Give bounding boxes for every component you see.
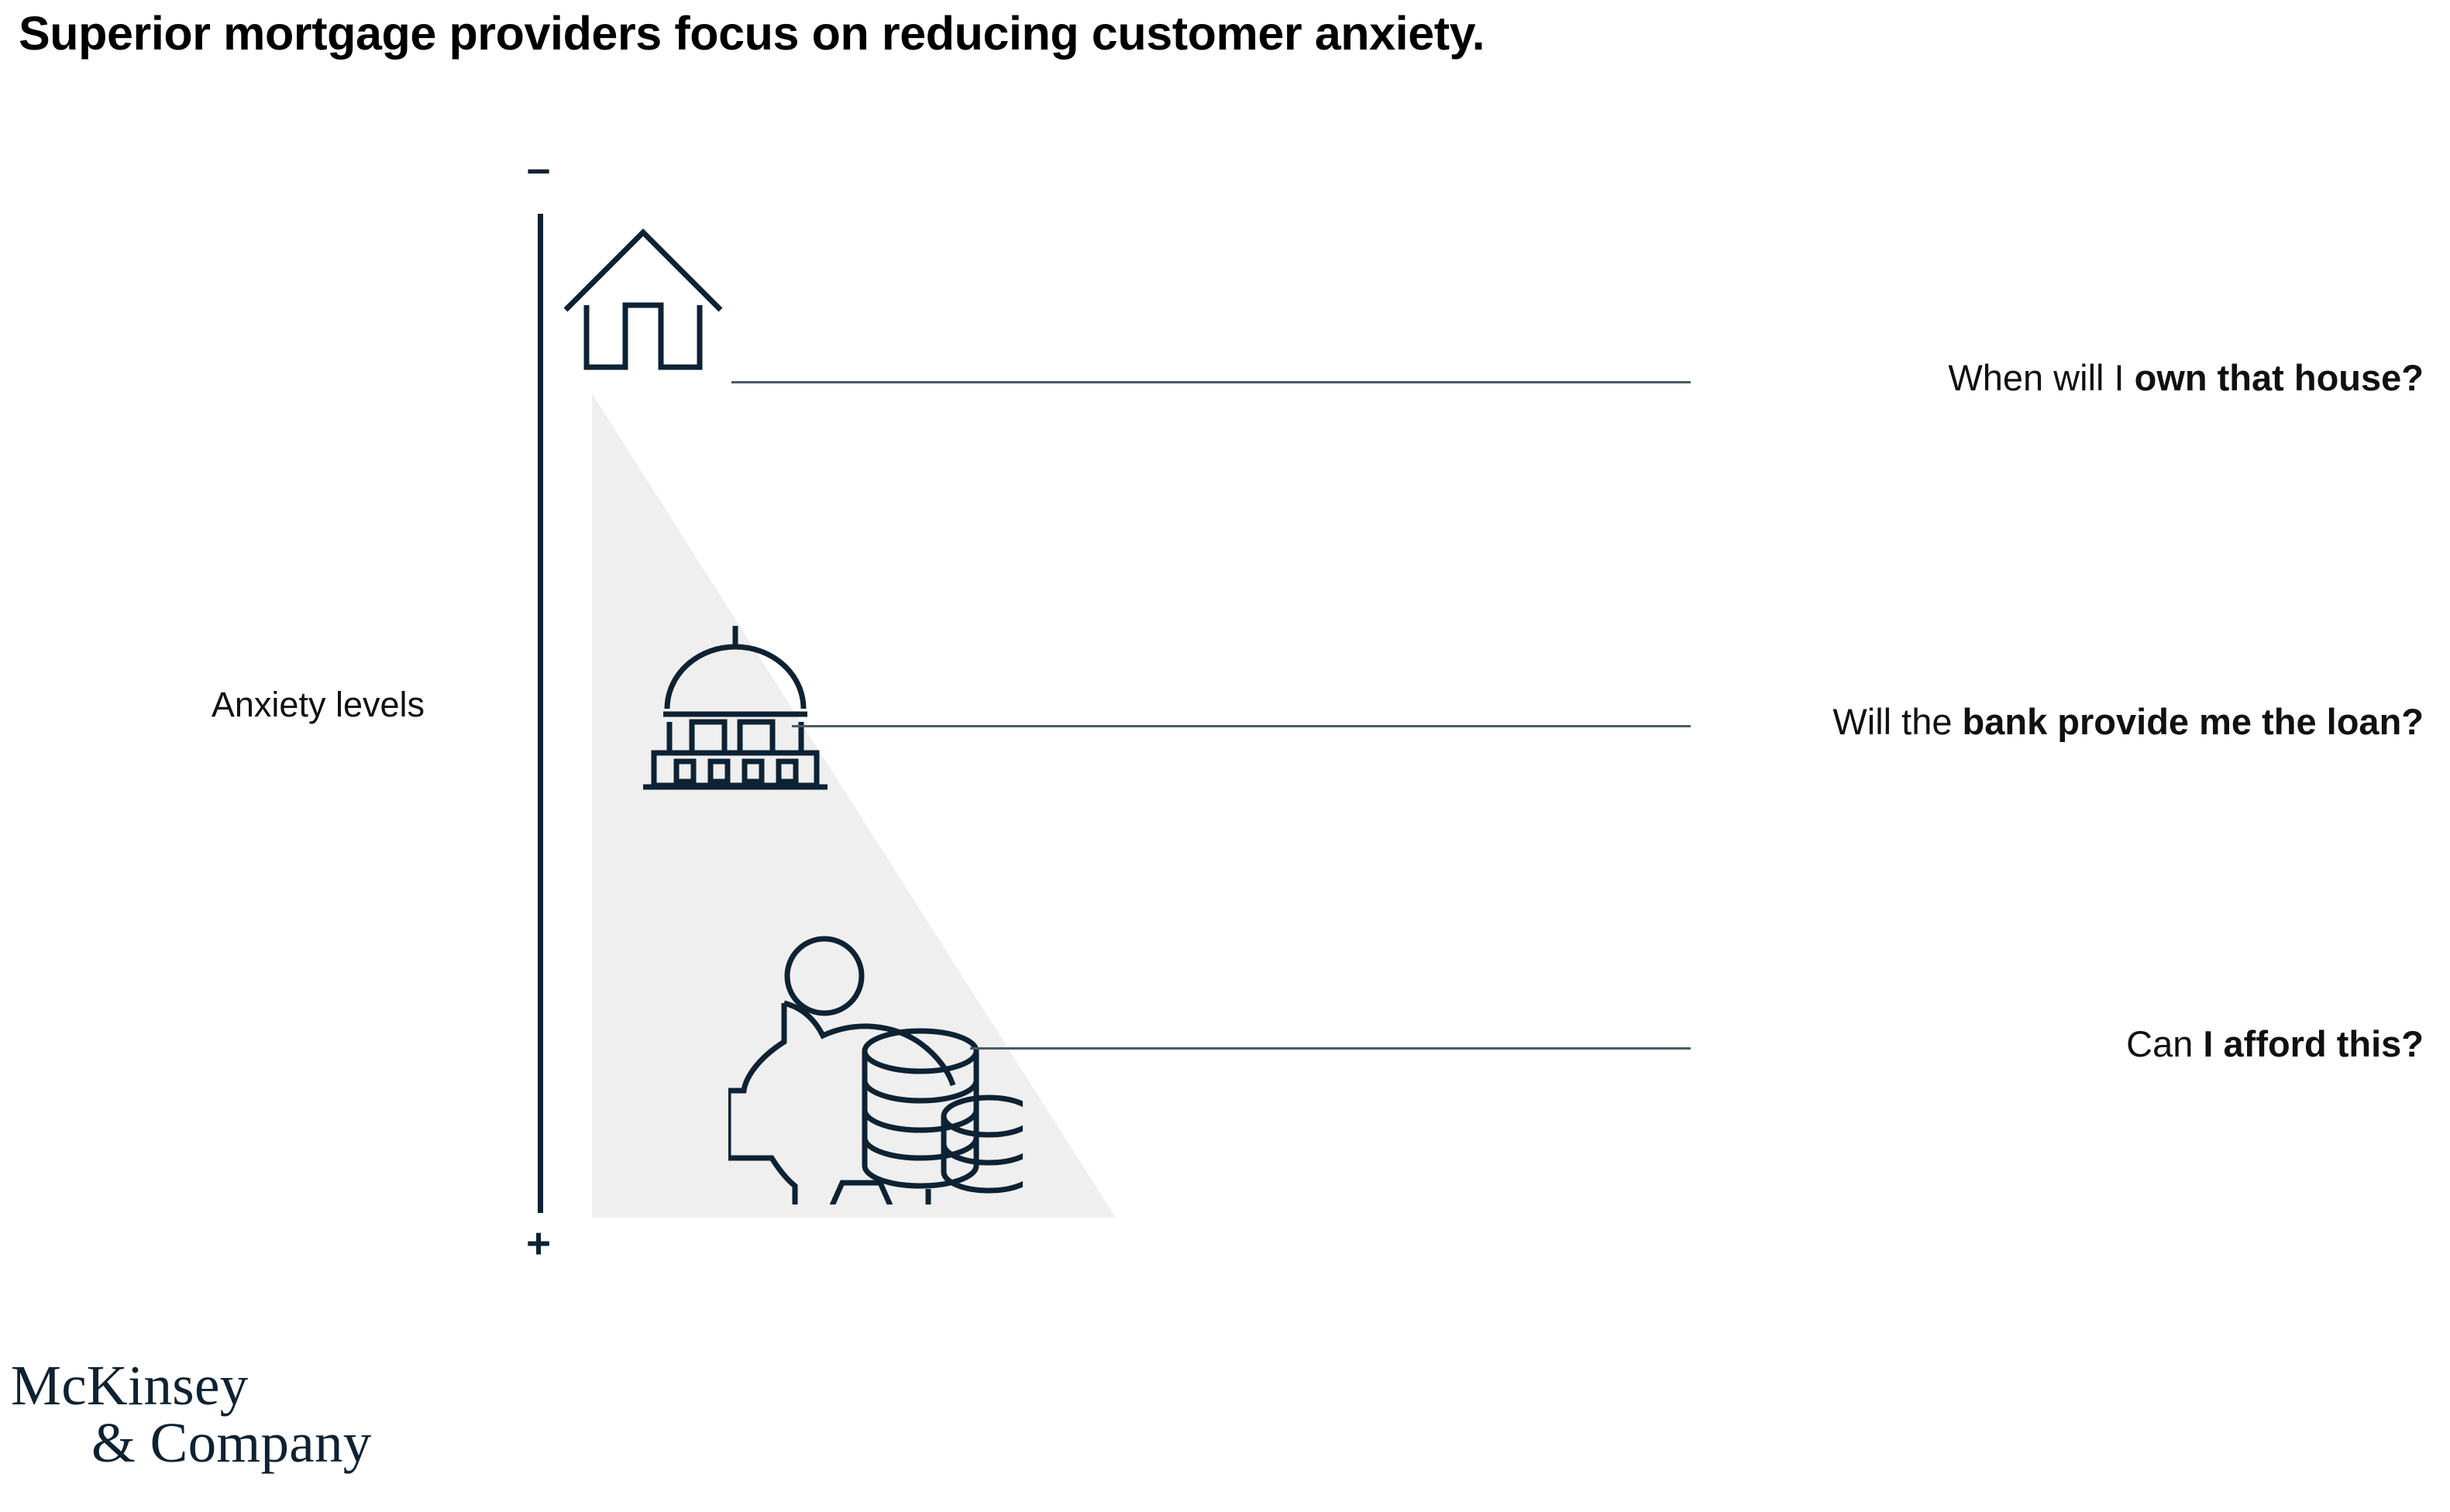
leader-line-bank (792, 725, 1691, 727)
logo-line-mckinsey: McKinsey (11, 1354, 249, 1417)
axis-high-marker: – (526, 144, 551, 192)
callout-bank-emphasis: bank provide me the loan? (1962, 701, 2424, 742)
callout-house: When will I own that house? (1948, 358, 2424, 398)
leader-line-piggy (970, 1047, 1691, 1050)
callout-piggy: Can I afford this? (2126, 1024, 2424, 1064)
callout-bank: Will the bank provide me the loan? (1832, 702, 2424, 742)
house-icon (563, 229, 723, 370)
page-title: Superior mortgage providers focus on red… (19, 7, 1485, 60)
axis-label-anxiety-levels: Anxiety levels (211, 685, 425, 724)
bank-icon (643, 626, 828, 790)
callout-house-lead: When will I (1948, 357, 2135, 398)
piggy-bank-icon (728, 936, 1023, 1204)
callout-piggy-lead: Can (2126, 1023, 2204, 1064)
axis-low-marker: + (525, 1219, 552, 1267)
anxiety-axis-line (538, 214, 543, 1213)
callout-house-emphasis: own that house? (2134, 357, 2424, 398)
callout-piggy-emphasis: I afford this? (2203, 1023, 2424, 1064)
leader-line-house (731, 381, 1691, 383)
logo-line-company: & Company (91, 1411, 372, 1475)
mckinsey-logo: McKinsey & Company (11, 1354, 372, 1475)
anxiety-wedge-shape (592, 393, 1116, 1218)
callout-bank-lead: Will the (1832, 701, 1963, 742)
